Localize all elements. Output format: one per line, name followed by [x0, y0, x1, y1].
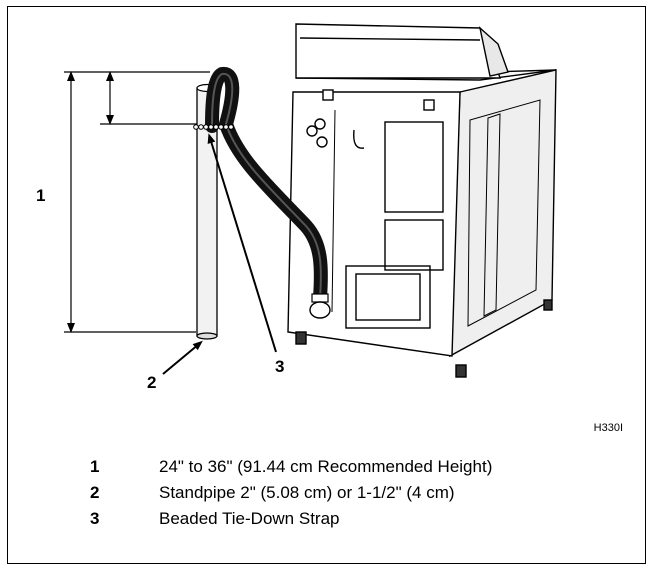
figure-frame	[7, 6, 646, 564]
legend-number: 1	[90, 457, 100, 476]
height-dimension	[64, 71, 210, 333]
callout-2-label: 2	[147, 373, 157, 392]
drain-hose	[205, 67, 331, 319]
callout-1-label: 1	[36, 186, 46, 205]
legend-text: 24" to 36" (91.44 cm Recommended Height)	[159, 457, 493, 476]
legend-item: 3 Beaded Tie-Down Strap	[90, 506, 492, 532]
callout-2-arrow	[162, 340, 203, 375]
figure-code: H330I	[593, 422, 623, 434]
legend-item: 1 24" to 36" (91.44 cm Recommended Heigh…	[90, 454, 492, 480]
legend-number: 2	[90, 483, 100, 502]
callout-3-arrow	[207, 133, 277, 353]
legend-text: Beaded Tie-Down Strap	[159, 509, 340, 528]
legend-text: Standpipe 2" (5.08 cm) or 1-1/2" (4 cm)	[159, 483, 455, 502]
beaded-tie-down-strap	[193, 124, 234, 130]
washer	[287, 23, 557, 378]
callout-3-label: 3	[275, 357, 285, 376]
legend-item: 2 Standpipe 2" (5.08 cm) or 1-1/2" (4 cm…	[90, 480, 492, 506]
legend-number: 3	[90, 509, 100, 528]
legend: 1 24" to 36" (91.44 cm Recommended Heigh…	[90, 454, 492, 532]
